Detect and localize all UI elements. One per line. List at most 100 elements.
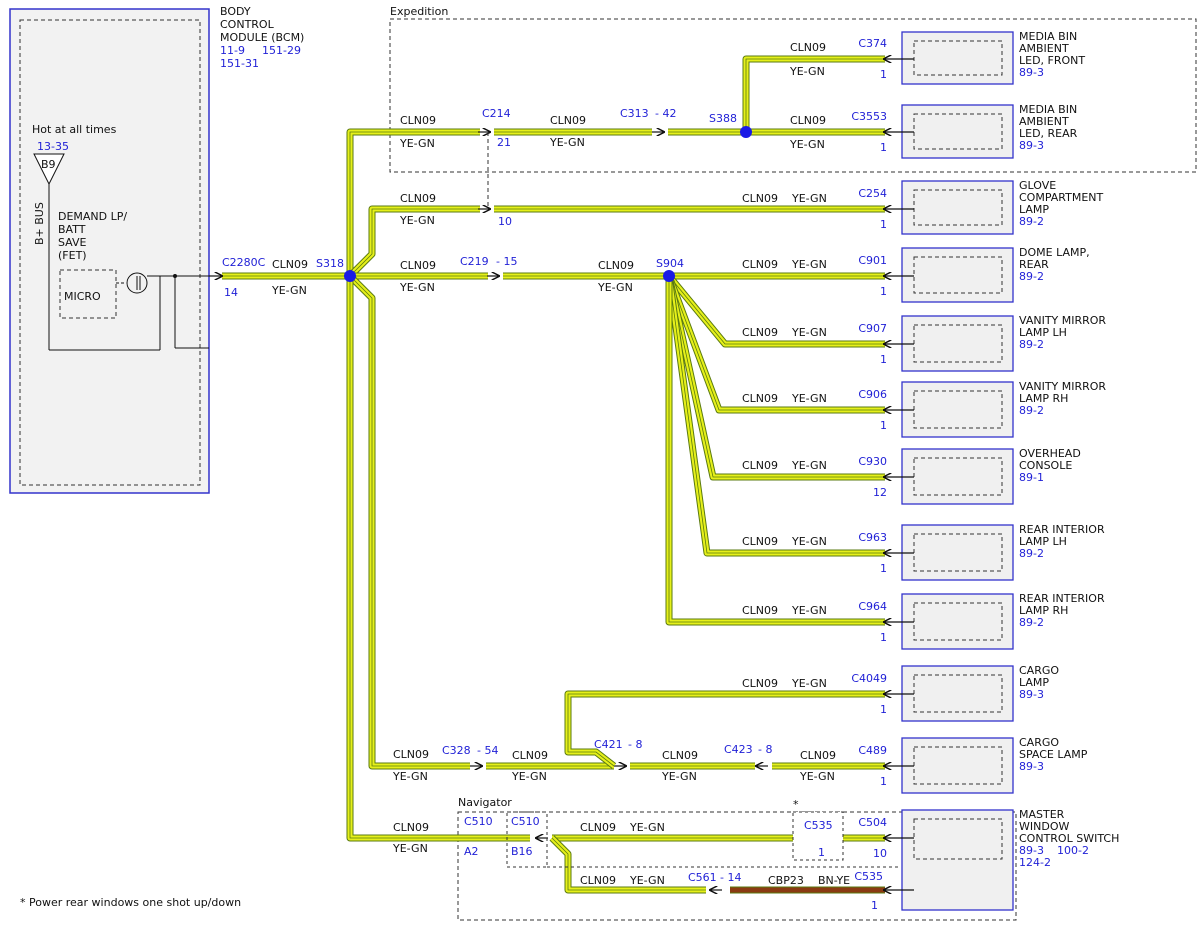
micro-box — [59, 269, 117, 319]
wire-label-color: YE-GN — [791, 604, 827, 617]
component-ref: 89-3 — [1019, 688, 1044, 701]
c313-connector: C313 — [620, 107, 649, 120]
fet-symbol — [126, 272, 148, 294]
wire-s318-c254a-stripe — [349, 208, 480, 277]
navigator-region — [457, 811, 1017, 921]
component-pin: 1 — [880, 631, 887, 644]
wire-label-circuit: CLN09 — [580, 821, 616, 834]
component-pin: 10 — [873, 847, 887, 860]
component-label: MEDIA BIN — [1019, 30, 1077, 43]
component-connector: C3553 — [851, 110, 887, 123]
component-ref: 89-3 — [1019, 760, 1044, 773]
wire-label-circuit: CLN09 — [742, 459, 778, 472]
wire-label-color: YE-GN — [392, 842, 428, 855]
component-label: VANITY MIRROR — [1019, 314, 1106, 327]
wire-label-circuit: CLN09 — [512, 749, 548, 762]
wire-s318-c510-stripe — [349, 276, 530, 839]
component-ref: 89-2 — [1019, 404, 1044, 417]
wire-label-circuit: CLN09 — [400, 114, 436, 127]
wire-label-circuit: CLN09 — [662, 749, 698, 762]
component-inner — [913, 256, 1003, 294]
bcm-connector: C2280C — [222, 256, 266, 269]
splice-s904 — [663, 270, 675, 282]
component-label: COMPARTMENT — [1019, 191, 1104, 204]
bcm-connector-pin: 14 — [224, 286, 238, 299]
component-pin: 1 — [880, 285, 887, 298]
component-box — [901, 665, 1014, 722]
component-label: MEDIA BIN — [1019, 103, 1077, 116]
c510-b-pin: B16 — [511, 845, 533, 858]
wire-s318-c214-stripe — [349, 131, 480, 276]
component-box — [901, 104, 1014, 159]
component-pin: 1 — [880, 562, 887, 575]
wire-label-circuit: CLN09 — [393, 748, 429, 761]
bcm-title-3: MODULE (BCM) — [220, 31, 304, 44]
wire-s318-c328-edge — [347, 273, 470, 770]
wire-s318-c328 — [348, 274, 470, 769]
component-connector: C489 — [858, 744, 887, 757]
wire-label-alt-circuit: CBP23 — [768, 874, 804, 887]
component-pin: 1 — [880, 703, 887, 716]
wire-s318-c510 — [347, 276, 530, 841]
component-box — [901, 180, 1014, 235]
wire-label-circuit: CLN09 — [742, 326, 778, 339]
component-pin: 1 — [880, 141, 887, 154]
wire-label-alt-color: BN-YE — [818, 874, 850, 887]
wire-s904-c930 — [666, 275, 885, 480]
wire-label-circuit: CLN09 — [400, 259, 436, 272]
wire-label-color: YE-GN — [271, 284, 307, 297]
c214-connector: C214 — [482, 107, 511, 120]
bcm-module — [9, 8, 210, 494]
component-connector: C907 — [858, 322, 887, 335]
wire-label-circuit: CLN09 — [742, 535, 778, 548]
wire-label-color: YE-GN — [549, 136, 585, 149]
component-box — [901, 31, 1014, 85]
wire-label-circuit: CLN09 — [598, 259, 634, 272]
component-connector: C930 — [858, 455, 887, 468]
wire-label-circuit: CLN09 — [742, 604, 778, 617]
component-connector: C504 — [858, 816, 887, 829]
component-label: REAR INTERIOR — [1019, 523, 1105, 536]
component-box — [901, 593, 1014, 650]
component-ref: 89-1 — [1019, 471, 1044, 484]
c214-pin-10: 10 — [498, 215, 512, 228]
hot-at-all-times: Hot at all times — [32, 123, 117, 136]
component-ref: 89-3 — [1019, 139, 1044, 152]
c423-connector: C423 — [724, 743, 753, 756]
wire-s904-c964-stripe — [668, 276, 885, 623]
component-connector: C963 — [858, 531, 887, 544]
expedition-region — [389, 18, 1197, 173]
splice-s318 — [344, 270, 356, 282]
wire-label-color: YE-GN — [399, 137, 435, 150]
component-ref: 89-2 — [1019, 338, 1044, 351]
component-label: VANITY MIRROR — [1019, 380, 1106, 393]
wire-c510-c561 — [550, 836, 706, 893]
footnote: * Power rear windows one shot up/down — [20, 896, 241, 909]
micro-label: MICRO — [64, 290, 101, 303]
c219-connector: C219 — [460, 255, 489, 268]
wire-label-color: YE-GN — [399, 281, 435, 294]
component-label: MASTER — [1019, 808, 1065, 821]
wire-s388-c374-stripe — [745, 58, 885, 132]
component-inner — [913, 189, 1003, 226]
fet-label-3: SAVE — [58, 236, 87, 249]
component-box — [901, 247, 1014, 303]
wire-label-color: YE-GN — [791, 535, 827, 548]
c313-pin: - 42 — [655, 107, 676, 120]
wire-label-color: YE-GN — [789, 65, 825, 78]
component-label: REAR — [1019, 258, 1049, 271]
component-label: WINDOW — [1019, 820, 1069, 833]
wire-label-color: YE-GN — [791, 392, 827, 405]
component-pin-2: 1 — [871, 899, 878, 912]
wire-label-circuit: CLN09 — [742, 192, 778, 205]
component-box — [901, 524, 1014, 581]
c214-pin-21: 21 — [497, 136, 511, 149]
